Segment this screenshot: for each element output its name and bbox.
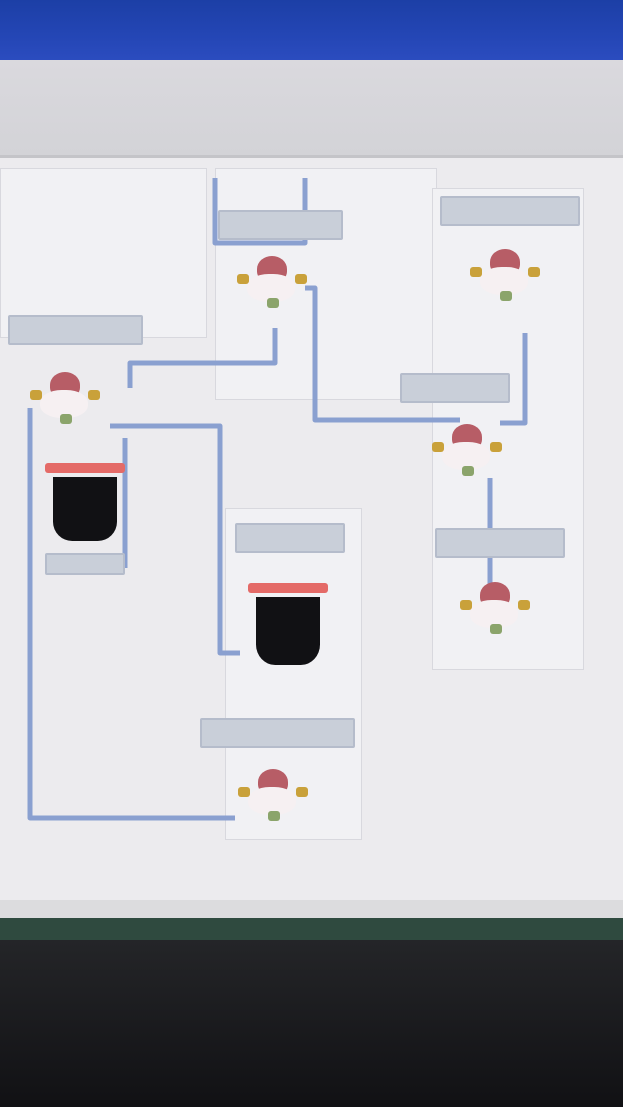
node-label[interactable] [218, 210, 343, 240]
wire-left-to-bottom [27, 408, 235, 821]
panel-top-left [0, 168, 207, 338]
node-label[interactable] [8, 315, 143, 345]
server-device-icon[interactable] [248, 583, 328, 665]
network-node-icon[interactable] [470, 243, 540, 313]
wire-left-to-device [110, 423, 240, 656]
panel-middle [225, 508, 362, 840]
network-node-icon[interactable] [30, 366, 100, 436]
network-node-icon[interactable] [460, 576, 530, 646]
status-bar [0, 900, 623, 918]
network-node-icon[interactable] [238, 763, 308, 833]
wire-top-to-left [127, 328, 278, 388]
monitor-bezel [0, 940, 623, 1107]
node-label[interactable] [435, 528, 565, 558]
toolbar-band [0, 60, 623, 158]
wire-top-to-right [305, 285, 460, 423]
window-title-bar [0, 0, 623, 60]
network-node-icon[interactable] [432, 418, 502, 488]
node-label[interactable] [200, 718, 355, 748]
diagram-canvas[interactable] [0, 158, 623, 900]
node-label[interactable] [235, 523, 345, 553]
node-label[interactable] [440, 196, 580, 226]
node-label[interactable] [45, 553, 125, 575]
monitor-bezel-top [0, 918, 623, 940]
network-node-icon[interactable] [237, 250, 307, 320]
server-device-icon[interactable] [45, 463, 125, 541]
node-label[interactable] [400, 373, 510, 403]
wire-right-top-to-middle [500, 333, 528, 426]
